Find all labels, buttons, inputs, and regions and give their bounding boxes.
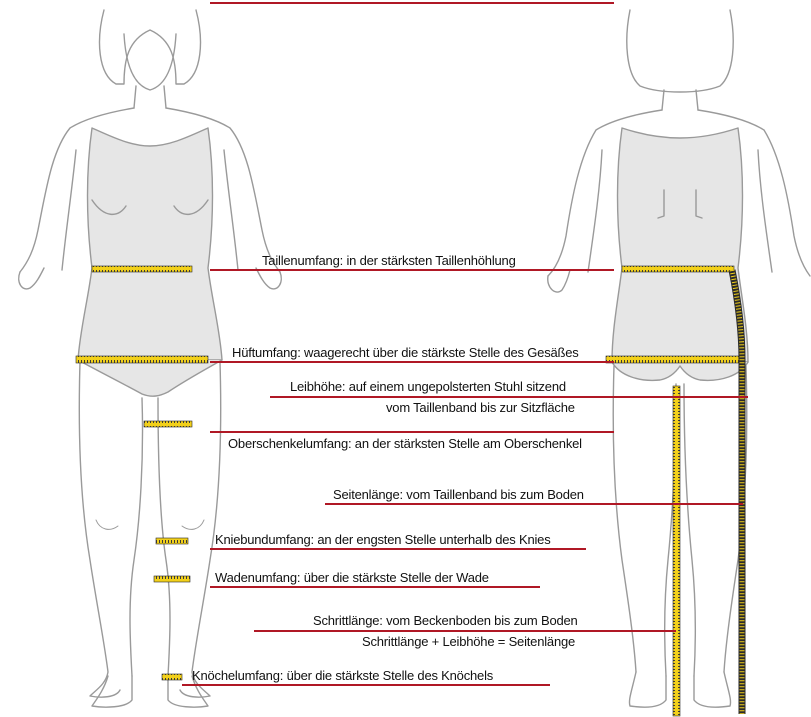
leibhoehe-line: [270, 396, 748, 398]
top-rule: [210, 2, 614, 4]
leibhoehe-label-line1: Leibhöhe: auf einem ungepolsterten Stuhl…: [290, 379, 566, 394]
hueft-line: [210, 361, 614, 363]
oberschenkel-line: [210, 431, 614, 433]
oberschenkelumfang-label: Oberschenkelumfang: an der stärksten Ste…: [228, 436, 582, 451]
leibhoehe-label-line2: vom Taillenband bis zur Sitzfläche: [386, 400, 575, 415]
knoechel-line: [182, 684, 550, 686]
taillen-line: [210, 269, 614, 271]
seiten-line: [325, 503, 743, 505]
knoechelumfang-label: Knöchelumfang: über die stärkste Stelle …: [192, 668, 493, 683]
schrittlaenge-label-line1: Schrittlänge: vom Beckenboden bis zum Bo…: [313, 613, 578, 628]
waden-line: [210, 586, 540, 588]
wadenumfang-label: Wadenumfang: über die stärkste Stelle de…: [215, 570, 489, 585]
schritt-line: [254, 630, 676, 632]
kniebundumfang-label: Kniebundumfang: an der engsten Stelle un…: [215, 532, 551, 547]
kniebund-line: [210, 548, 586, 550]
seitenlaenge-label: Seitenlänge: vom Taillenband bis zum Bod…: [333, 487, 584, 502]
taillenumfang-label: Taillenumfang: in der stärksten Taillenh…: [262, 253, 516, 268]
schrittlaenge-label-line2: Schrittlänge + Leibhöhe = Seitenlänge: [362, 634, 575, 649]
hueftumfang-label: Hüftumfang: waagerecht über die stärkste…: [232, 345, 579, 360]
